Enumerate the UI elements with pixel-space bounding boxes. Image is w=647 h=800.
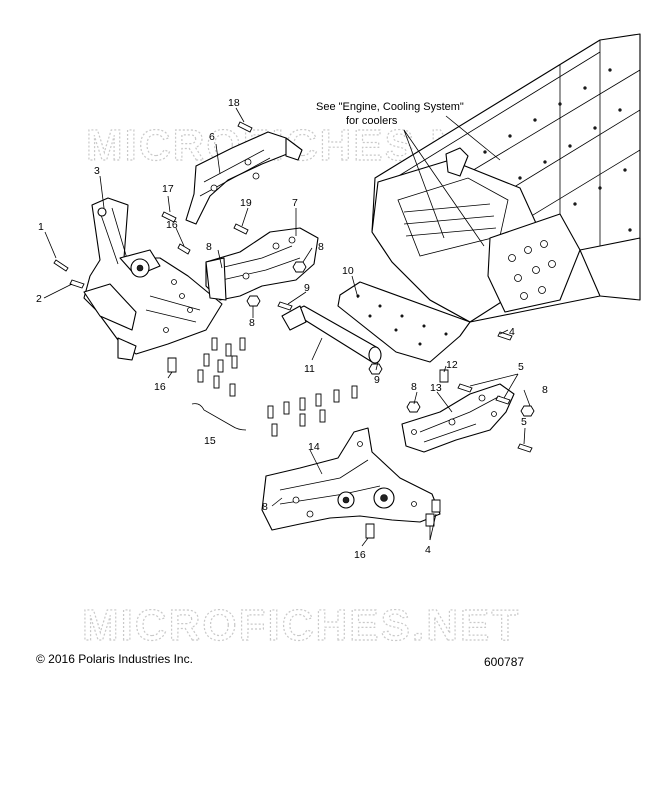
part-14-lower-bracket <box>261 427 441 531</box>
callout-8: 8 <box>206 241 212 253</box>
callout-15: 15 <box>204 435 216 447</box>
leader-lines <box>43 107 531 547</box>
part-3-front-bracket <box>83 197 223 361</box>
callout-13: 13 <box>430 382 442 394</box>
note-line-2: for coolers <box>346 115 398 127</box>
callout-16: 16 <box>166 219 178 231</box>
part-6-upper-strut <box>185 131 303 225</box>
callout-4: 4 <box>509 326 515 338</box>
callout-5: 5 <box>521 416 527 428</box>
callout-labels: 1 2 3 4 4 5 5 6 7 8 8 8 8 8 8 9 9 10 11 … <box>36 97 548 561</box>
callout-8: 8 <box>542 384 548 396</box>
part-10-floor-plate <box>337 281 471 363</box>
callout-6: 6 <box>209 131 215 143</box>
callout-19: 19 <box>240 197 252 209</box>
callout-18: 18 <box>228 97 240 109</box>
callout-16: 16 <box>154 381 166 393</box>
callout-9: 9 <box>304 282 310 294</box>
callout-16: 16 <box>354 549 366 561</box>
callout-8: 8 <box>411 381 417 393</box>
callout-11: 11 <box>304 363 315 375</box>
callout-4: 4 <box>425 544 431 556</box>
callout-5: 5 <box>518 361 524 373</box>
copyright-text: © 2016 Polaris Industries Inc. <box>36 652 193 666</box>
callout-8: 8 <box>262 501 268 513</box>
callout-1: 1 <box>38 221 44 233</box>
callout-3: 3 <box>94 165 100 177</box>
drawing-number: 600787 <box>484 655 525 669</box>
callout-14: 14 <box>308 441 320 453</box>
watermark-bottom: MICROFICHES.NET <box>82 601 520 650</box>
part-7-mount-bracket <box>205 227 319 301</box>
callout-8: 8 <box>318 241 324 253</box>
chassis-tunnel <box>371 33 641 323</box>
callout-7: 7 <box>292 197 298 209</box>
callout-2: 2 <box>36 293 42 305</box>
callout-10: 10 <box>342 265 354 277</box>
part-11-crossbar <box>281 305 382 364</box>
callout-8: 8 <box>249 317 255 329</box>
callout-12: 12 <box>446 359 458 371</box>
note-line-1: See "Engine, Cooling System" <box>316 101 464 113</box>
callout-9: 9 <box>374 374 380 386</box>
part-13-right-bracket <box>401 383 515 453</box>
callout-17: 17 <box>162 183 174 195</box>
fasteners <box>53 121 535 539</box>
